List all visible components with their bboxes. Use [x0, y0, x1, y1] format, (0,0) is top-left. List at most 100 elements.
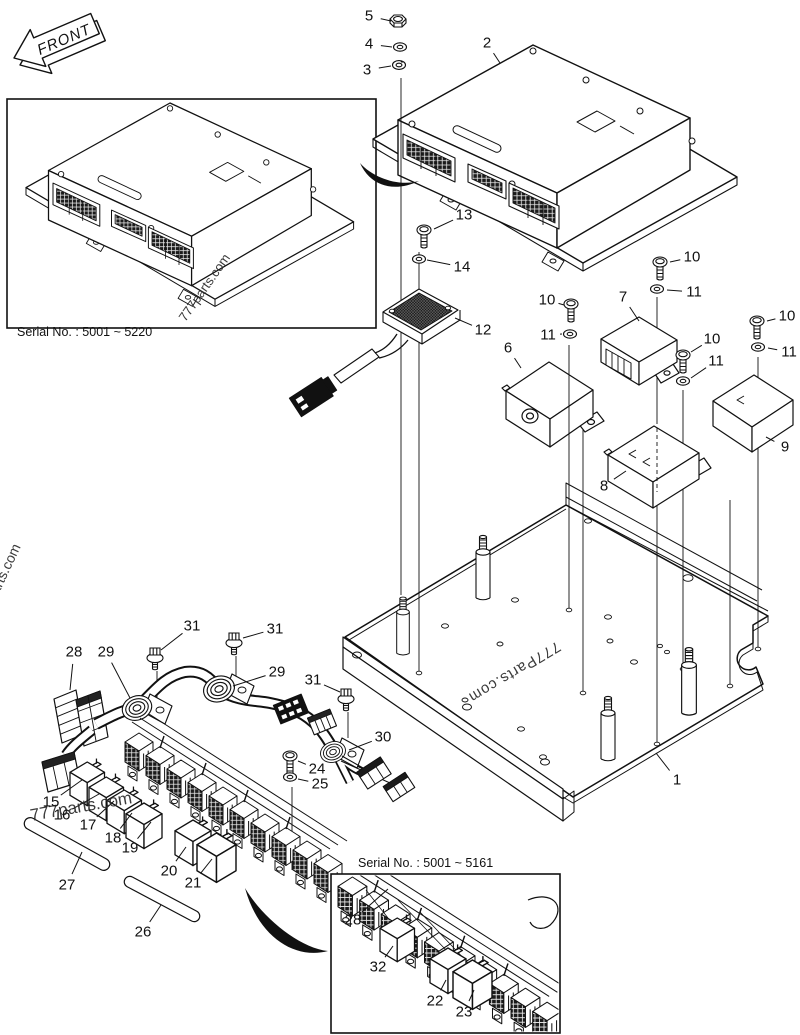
part-12-resistor — [288, 288, 461, 418]
part-callout-3: 3 — [362, 61, 372, 79]
part-callout-25: 25 — [311, 775, 329, 793]
part-6-box — [501, 361, 605, 448]
serial-label-top: Serial No. : 5001 ~ 5220 — [17, 325, 153, 339]
leader-line-31 — [323, 684, 341, 693]
part-callout-27: 27 — [58, 876, 76, 894]
leader-line-22 — [440, 979, 447, 991]
part-callout-23: 23 — [455, 1003, 473, 1021]
leader-line-26 — [149, 904, 162, 923]
leader-line-7 — [629, 306, 640, 322]
part-2-controller — [372, 44, 738, 272]
leader-line-11 — [690, 367, 707, 379]
swoosh-arrow-bottom — [245, 888, 328, 953]
part-callout-29: 29 — [268, 663, 286, 681]
relay-block — [125, 714, 347, 903]
leader-line-11 — [666, 289, 683, 292]
leader-line-14 — [426, 259, 451, 266]
part-callout-12: 12 — [474, 321, 492, 339]
part-callout-11: 11 — [540, 326, 556, 344]
part-callout-1: 1 — [672, 771, 682, 789]
part-callout-10: 10 — [683, 248, 701, 266]
leader-line-10 — [690, 344, 703, 353]
part-callout-5: 5 — [364, 7, 374, 25]
leader-line-31 — [160, 632, 183, 651]
part-callout-31: 31 — [304, 671, 322, 689]
leader-line-13 — [433, 219, 454, 230]
leader-line-3 — [378, 65, 392, 69]
inset-bottom-content — [338, 857, 567, 1035]
part-callout-22: 22 — [426, 992, 444, 1010]
leader-line-23 — [468, 989, 475, 1002]
strip-27 — [23, 817, 111, 871]
leader-line-29 — [232, 675, 266, 687]
leader-line-31 — [242, 631, 264, 639]
leader-line-20 — [175, 846, 187, 862]
part-callout-20: 20 — [160, 862, 178, 880]
leader-line-5 — [380, 18, 392, 22]
part-callout-13: 13 — [455, 206, 473, 224]
part-callout-21: 21 — [184, 874, 202, 892]
leader-line-27 — [71, 851, 83, 875]
leader-line-6 — [514, 357, 522, 369]
leader-line-10 — [558, 302, 565, 306]
leader-line-24 — [297, 760, 307, 765]
leader-line-10 — [669, 259, 681, 263]
part-callout-32: 32 — [369, 958, 387, 976]
part-callout-14: 14 — [453, 258, 471, 276]
part-callout-6: 6 — [503, 339, 513, 357]
leader-line-19 — [137, 821, 152, 840]
part-callout-15: 15 — [42, 793, 60, 811]
leader-line-1 — [655, 752, 670, 771]
part-callout-9: 9 — [780, 438, 790, 456]
leader-line-11 — [767, 347, 778, 351]
part-callout-4: 4 — [364, 35, 374, 53]
leader-line-28 — [69, 663, 74, 691]
part-callout-11: 11 — [781, 343, 797, 361]
leader-line-10 — [766, 318, 776, 322]
leader-line-32 — [384, 945, 394, 958]
part-callout-28: 28 — [65, 643, 83, 661]
part-callout-30: 30 — [374, 728, 392, 746]
leader-line-4 — [380, 45, 393, 48]
part-callout-7: 7 — [618, 288, 628, 306]
relays-and-strips — [23, 757, 237, 923]
leader-line-18 — [119, 812, 133, 829]
part-callout-29: 29 — [97, 643, 115, 661]
serial-label-bottom: Serial No. : 5001 ~ 5161 — [358, 856, 494, 870]
part-callout-8: 8 — [599, 477, 609, 495]
part-callout-11: 11 — [686, 283, 702, 301]
part-7-box — [600, 316, 680, 386]
watermark-left-edge: 777parts.com — [0, 541, 24, 625]
leader-line-16 — [72, 793, 100, 810]
leader-lines — [60, 18, 778, 1002]
part-callout-24: 24 — [308, 760, 326, 778]
front-arrow: FRONT — [13, 12, 106, 75]
part-callout-17: 17 — [79, 816, 97, 834]
part-callout-10: 10 — [703, 330, 721, 348]
part-callout-31: 31 — [266, 620, 284, 638]
part-callout-31: 31 — [183, 617, 201, 635]
leader-line-30 — [348, 740, 372, 751]
part-callout-19: 19 — [121, 839, 139, 857]
leader-line-28 — [361, 888, 389, 913]
leader-line-25 — [297, 778, 309, 782]
part-8-box — [603, 425, 712, 509]
swoosh-arrow-top — [360, 163, 419, 187]
part-9-box — [712, 374, 794, 453]
part-1-mounting-plate — [342, 482, 769, 822]
strip-26 — [123, 875, 201, 923]
part-callout-10: 10 — [778, 307, 796, 325]
leader-line-8 — [613, 470, 627, 480]
leader-line-12 — [454, 317, 473, 326]
leader-line-15 — [60, 779, 83, 796]
part-callout-28: 28 — [344, 911, 362, 929]
part-callout-18: 18 — [104, 829, 122, 847]
leader-line-9 — [765, 436, 775, 442]
part-callout-2: 2 — [482, 34, 492, 52]
part-callout-10: 10 — [538, 291, 556, 309]
part-callout-16: 16 — [53, 806, 71, 824]
harness-assembly — [41, 665, 416, 803]
leader-line-17 — [96, 800, 115, 818]
part-callout-26: 26 — [134, 923, 152, 941]
